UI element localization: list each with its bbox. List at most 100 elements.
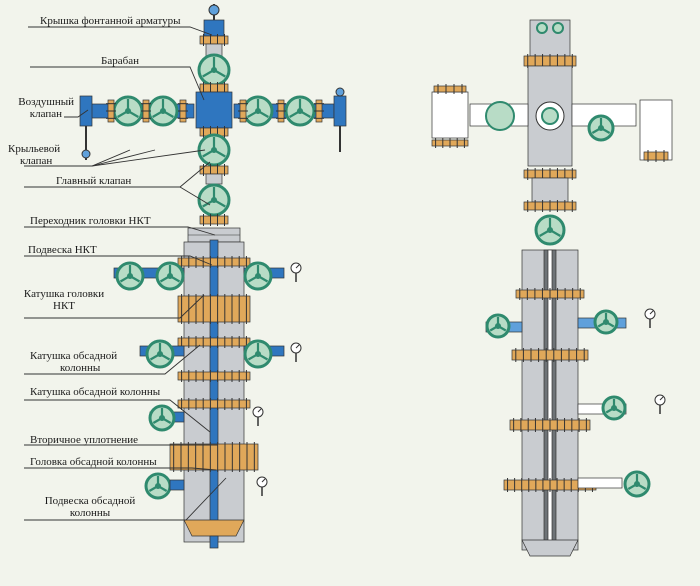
tree-cap-flange [199,35,229,45]
casing-head-gauge-needle [261,478,266,483]
casing-spool-b-flange [177,399,251,409]
rx-casing-head-handwheel [623,470,651,498]
tubing-head-left-handwheel-inner-hub [167,273,173,279]
rx-drum-inner [541,107,559,125]
label-tubing-head-spool-line1: Катушка головки [23,288,105,300]
label-drum: Барабан [101,55,139,67]
leader-casing-spool-b [24,399,211,433]
rx-casing-head-handwheel-hub [634,481,640,487]
tubing-head-left-handwheel-outer [115,261,145,291]
left-air-valve-knob [81,149,91,159]
leader-casing-spool-a [24,344,201,375]
leader-tree-cap [28,26,213,36]
rx-right-spool-handwheel-hub [603,319,609,325]
leader-casing-hanger [24,477,227,521]
label-casing-hanger-line1: Подвеска обсадной [44,495,136,507]
upper-valve-handwheel-hub [211,67,217,73]
bottom-bore-tip [209,535,219,549]
rx-master-body [531,177,569,203]
casing-head-handwheel-hub [155,483,161,489]
label-tubing-head-spool-line2: НКТ [53,300,75,312]
leader-tubing-adapter [24,226,216,236]
leader-air-valve [64,109,89,118]
casing-spool-b-gauge-needle [257,408,262,413]
label-wing-valve-line2: клапан [20,155,53,167]
label-wing-valve-line1: Крыльевой [8,143,61,155]
master-valve-upper-handwheel-hub [211,147,217,153]
left-wing-handwheel-inner [147,95,179,127]
leader-tubing-spool [24,294,205,319]
tubing-head-flange-upper [177,257,251,267]
rx-left-air-flange [433,85,467,93]
casing-spool-b-left-handwheel-hub [159,415,165,421]
rx-left-air-valve [431,91,469,139]
right-air-valve-body [333,95,347,127]
tubing-head-right-handwheel-hub [255,273,261,279]
rx-master-handwheel [534,214,566,246]
rx-left-spool-handwheel [485,313,511,339]
leader-wing-valve-b [91,149,156,167]
label-casing-hanger-line2: колонны [69,507,111,519]
casing-head-pipe [169,479,185,491]
leader-drum [30,66,205,101]
left-wing-handwheel-outer-hub [125,108,131,114]
master-neck [205,173,223,185]
rx-casing-right-handwheel-hub [611,405,617,411]
label-tubing-hanger: Подвеска НКТ [28,244,97,256]
cap-gauge [208,4,220,16]
tubing-head-gauge-needle [295,264,300,269]
right-wing-handwheel-outer [284,95,316,127]
master-valve-lower-handwheel-hub [211,197,217,203]
tubing-head-left-handwheel-outer-hub [127,273,133,279]
label-casing-spool-a-line1: Катушка обсадной [30,350,118,362]
rx-right-spool-gauge-needle [649,310,654,315]
rx-right-arm-handwheel-hub [598,125,604,131]
master-flange-bottom [199,215,229,225]
left-wing-handwheel-inner-hub [160,108,166,114]
casing-spool-b-left-handwheel [148,404,176,432]
rx-casing-right-handwheel [601,395,627,421]
rx-cap-body [529,19,571,57]
label-casing-spool-a-line2: колонны [60,362,101,374]
casing-spool-a-left-handwheel [145,339,175,369]
label-secondary-seal: Вторичное уплотнение [30,434,139,446]
rx-cap-left-wheel [536,22,548,34]
leader-wing-valve-c [91,149,206,167]
rx-flange-5 [511,349,589,361]
leader-casing-head [24,467,217,471]
equipment-art [79,4,673,557]
rx-master-handwheel-hub [547,227,553,233]
label-casing-head: Головка обсадной колонны [30,456,157,468]
label-air-valve-line2: клапан [29,108,62,120]
left-wing-handwheel-outer [112,95,144,127]
label-master-valve: Главный клапан [56,175,132,187]
right-wing-handwheel-inner [242,95,274,127]
leader-lines [24,26,227,521]
tubing-head-right-handwheel [243,261,273,291]
label-tubing-head-adapter: Переходник головки НКТ [30,215,151,227]
rx-left-spool-handwheel-hub [495,323,501,329]
label-air-valve-line1: Воздушный [18,96,74,108]
rx-right-arm-handwheel [587,114,615,142]
casing-spool-a-flange-lower [177,371,251,381]
central-bore [209,239,219,541]
right-air-valve-knob [335,87,345,97]
upper-valve-flange [199,83,229,93]
label-casing-spool-b: Катушка обсадной колонны [30,386,161,398]
upper-valve-handwheel [197,53,231,87]
casing-spool-a-right-handwheel-hub [255,351,261,357]
drum-body [195,91,233,129]
tubing-head-left-handwheel-inner [155,261,185,291]
rx-casing-head-pipe [577,477,623,489]
leader-master-valve-b [179,186,211,206]
leader-tubing-hanger [24,255,213,266]
casing-spool-a-gauge-needle [295,344,300,349]
rx-left-arm-disc [485,101,515,131]
rx-casing-gauge-needle [659,396,664,401]
rx-base-cone [521,539,579,557]
master-valve-upper-handwheel [197,133,231,167]
rx-right-spool-handwheel [593,309,619,335]
casing-spool-a-right-handwheel [243,339,273,369]
